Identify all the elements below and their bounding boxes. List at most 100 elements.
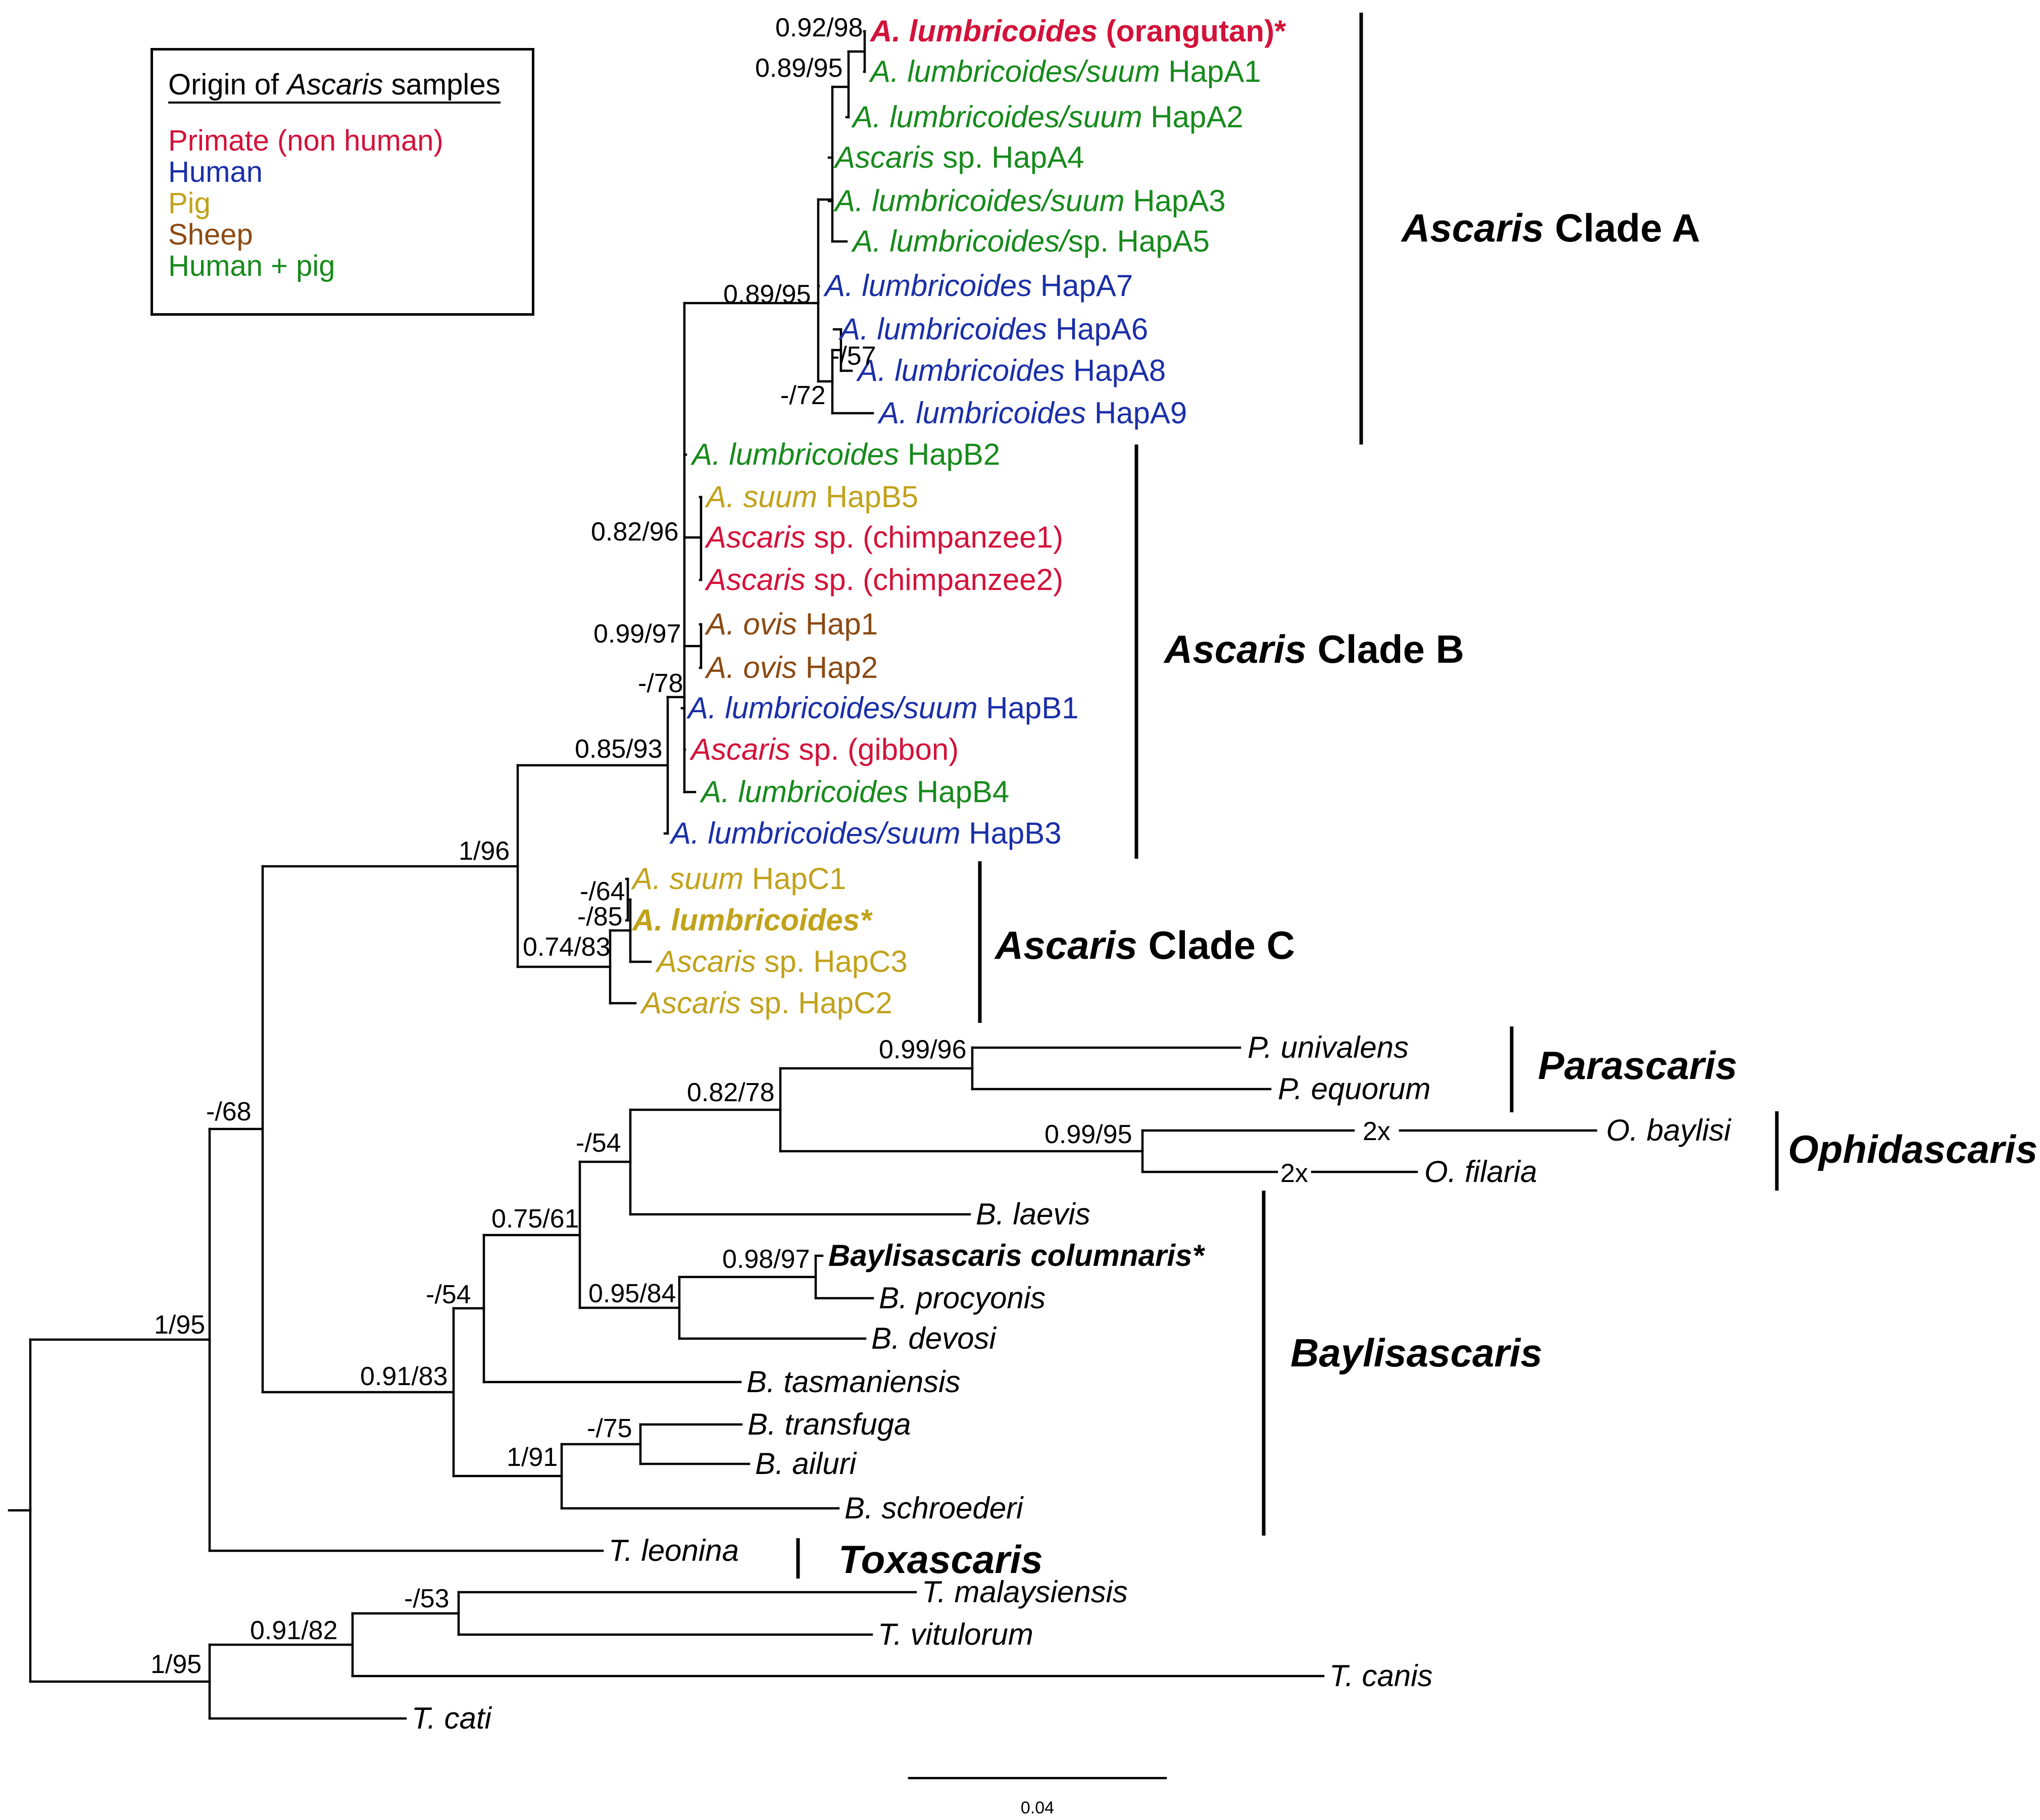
support-value: -/85 xyxy=(577,902,623,931)
tip-label-part: HapA7 xyxy=(1032,269,1133,303)
tip-label-part: Ascaris xyxy=(833,140,934,174)
tip-label-part: A. lumbricoides/suum xyxy=(669,816,961,850)
tip-label-part: A. lumbricoides* xyxy=(631,903,873,937)
tip-label: A. lumbricoides HapA9 xyxy=(877,396,1187,430)
tip-label-part: HapA2 xyxy=(1142,100,1243,134)
tip-label-part: A. lumbricoides/suum xyxy=(686,691,978,725)
tip-label-part: HapC1 xyxy=(743,862,846,896)
support-value: 0.99/97 xyxy=(593,619,681,649)
tip-label-part: Ascaris xyxy=(640,986,741,1020)
tip-label: A. suum HapB5 xyxy=(705,480,918,514)
clade-label-part: Ascaris xyxy=(1401,206,1544,250)
support-value: -/78 xyxy=(638,669,683,698)
tip-label: T. malaysiensis xyxy=(922,1575,1128,1609)
support-value: 0.98/97 xyxy=(722,1245,810,1274)
support-value: 0.75/61 xyxy=(491,1204,579,1234)
tip-label: Ascaris sp. (gibbon) xyxy=(689,732,959,766)
scale-bar-label: 0.04 xyxy=(1021,1798,1054,1817)
support-value: 1/95 xyxy=(154,1310,205,1340)
tip-label: Ascaris sp. HapC3 xyxy=(655,945,908,978)
tip-label-part: Hap1 xyxy=(797,607,878,641)
support-value: 0.82/78 xyxy=(687,1078,775,1107)
support-value: 0.99/95 xyxy=(1044,1120,1132,1149)
tip-label-part: A. lumbricoides xyxy=(700,775,908,809)
tip-label-part: A. lumbricoides/suum xyxy=(833,184,1125,218)
tip-label-part: A. ovis xyxy=(705,651,797,684)
tip-label: A. lumbricoides/suum HapB3 xyxy=(669,816,1062,850)
tip-label-part: A. lumbricoides xyxy=(838,312,1047,346)
tip-label-part: HapB4 xyxy=(908,775,1009,809)
support-value: 1/91 xyxy=(507,1443,558,1472)
origin-legend: Origin of Ascaris samples Primate (non h… xyxy=(151,48,534,316)
tip-label-part: Ascaris xyxy=(689,732,790,766)
tip-label: B. ailuri xyxy=(755,1447,857,1481)
support-value: 0.82/96 xyxy=(591,517,679,547)
tip-label-part: HapB5 xyxy=(817,480,918,514)
tip-label: Ascaris sp. (chimpanzee1) xyxy=(705,520,1063,554)
clade-label-part: Clade A xyxy=(1544,206,1700,250)
support-value: 0.74/83 xyxy=(523,932,611,962)
tip-label-part: B. schroederi xyxy=(844,1491,1024,1525)
tip-label-part: HapA8 xyxy=(1065,354,1166,387)
legend-item-pig: Pig xyxy=(168,187,211,220)
tip-label: B. laevis xyxy=(976,1197,1090,1231)
tip-label-part: A. suum xyxy=(705,480,817,514)
tip-label-part: B. laevis xyxy=(976,1197,1090,1231)
support-value: -/53 xyxy=(404,1584,450,1613)
support-value: -/54 xyxy=(576,1128,621,1158)
clade-label-part: Clade C xyxy=(1137,923,1295,967)
support-value: 0.85/93 xyxy=(575,734,663,764)
clade-label-part: Ophidascaris xyxy=(1788,1127,2037,1171)
tip-label: A. lumbricoides HapB2 xyxy=(690,437,1000,471)
tip-label-part: HapA1 xyxy=(1160,55,1261,88)
tip-label: Ascaris sp. HapA4 xyxy=(833,140,1084,174)
tip-label: T. vitulorum xyxy=(878,1617,1033,1651)
tip-label: B. devosi xyxy=(871,1321,997,1355)
tip-label-part: sp. (chimpanzee1) xyxy=(806,520,1063,554)
tree-labels: A. lumbricoides (orangutan)*A. lumbricoi… xyxy=(151,13,2037,1817)
tip-label-part: HapA3 xyxy=(1125,184,1226,218)
tip-label: A. lumbricoides/suum HapA1 xyxy=(869,55,1261,88)
clade-bars xyxy=(796,13,1779,1780)
clade-label-part: Ascaris xyxy=(994,923,1137,967)
tip-label: A. lumbricoides HapB4 xyxy=(700,775,1009,809)
support-value: -/54 xyxy=(426,1280,471,1309)
tip-label-part: HapA6 xyxy=(1047,312,1148,346)
clade-label: Ascaris Clade C xyxy=(994,923,1295,967)
tip-label-part: sp. HapA5 xyxy=(1068,224,1210,258)
support-value: -/57 xyxy=(831,341,876,371)
legend-item-primate: Primate (non human) xyxy=(168,124,443,157)
tip-label-part: A. lumbricoides/suum xyxy=(851,100,1142,134)
clade-label-part: Ascaris xyxy=(1163,627,1307,671)
tip-label-part: A. lumbricoides/ xyxy=(851,224,1071,258)
legend-item-human: Human xyxy=(168,156,263,188)
tip-label-part: A. suum xyxy=(631,862,743,896)
clade-label-part: Clade B xyxy=(1307,627,1464,671)
tip-label-part: A. lumbricoides xyxy=(877,396,1086,430)
tip-label: T. cati xyxy=(412,1701,492,1735)
tip-label-part: HapB1 xyxy=(978,691,1079,725)
tip-label-part: Hap2 xyxy=(797,651,878,684)
clade-label: Baylisascaris xyxy=(1290,1331,1543,1375)
tip-label: A. lumbricoides/sp. HapA5 xyxy=(851,224,1210,258)
tip-label-part: T. malaysiensis xyxy=(922,1575,1128,1609)
tip-label: A. lumbricoides/suum HapA2 xyxy=(851,100,1243,134)
clade-label-part: Toxascaris xyxy=(838,1537,1043,1582)
support-value: 0.91/83 xyxy=(360,1362,448,1391)
legend-item-sheep: Sheep xyxy=(168,218,253,251)
tip-label: A. lumbricoides (orangutan)* xyxy=(869,14,1286,48)
tip-label: Baylisascaris columnaris* xyxy=(828,1239,1205,1272)
tip-label-part: Ascaris xyxy=(705,563,806,597)
tip-label: A. lumbricoides/suum HapA3 xyxy=(833,184,1226,218)
tip-label: A. ovis Hap1 xyxy=(705,607,878,641)
tip-label: O. filaria xyxy=(1424,1155,1537,1189)
tip-label-part: (orangutan)* xyxy=(1098,14,1286,48)
support-value: 0.92/98 xyxy=(775,13,863,42)
tip-label-part: A. lumbricoides/suum xyxy=(869,55,1160,88)
tip-label-part: HapB3 xyxy=(961,816,1062,850)
tip-label-part: T. canis xyxy=(1329,1659,1433,1693)
tip-label-part: O. baylisi xyxy=(1606,1113,1731,1147)
tip-label-part: A. lumbricoides xyxy=(856,354,1065,387)
tip-label: B. tasmaniensis xyxy=(747,1365,961,1399)
